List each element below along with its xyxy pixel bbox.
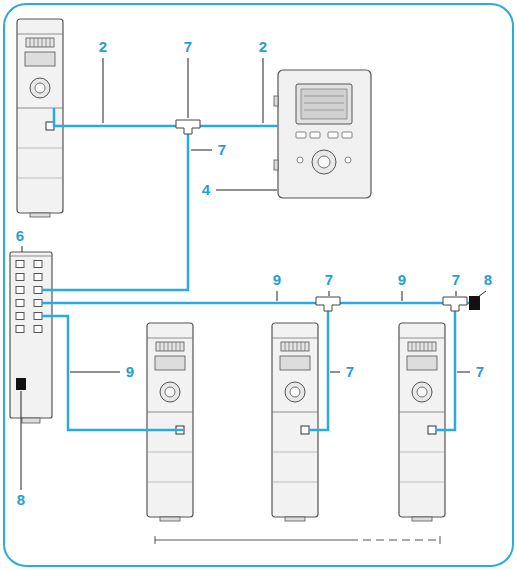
series-bracket bbox=[155, 536, 440, 544]
drive-2 bbox=[272, 323, 318, 521]
drive-top bbox=[17, 19, 63, 217]
tee-connectors bbox=[176, 120, 467, 311]
terminator bbox=[469, 296, 480, 310]
callout-number: 9 bbox=[391, 270, 413, 290]
drive-3 bbox=[399, 323, 445, 521]
callout-number: 6 bbox=[9, 226, 31, 246]
drive-1 bbox=[147, 323, 193, 521]
callout-number: 4 bbox=[195, 180, 217, 200]
callout-number: 8 bbox=[477, 270, 499, 290]
cables bbox=[42, 108, 470, 430]
callout-number: 7 bbox=[445, 270, 467, 290]
callout-number: 7 bbox=[211, 140, 233, 160]
hmi-terminal bbox=[274, 70, 371, 198]
hub bbox=[10, 252, 52, 423]
callout-number: 7 bbox=[469, 362, 491, 382]
callout-number: 8 bbox=[10, 490, 32, 510]
frame bbox=[4, 4, 513, 566]
callout-number: 2 bbox=[252, 37, 274, 57]
callout-number: 9 bbox=[266, 270, 288, 290]
callout-number: 7 bbox=[177, 37, 199, 57]
callout-number: 7 bbox=[318, 270, 340, 290]
leader-lines bbox=[21, 58, 486, 490]
callout-number: 2 bbox=[92, 37, 114, 57]
callout-number: 7 bbox=[339, 362, 361, 382]
callout-number: 9 bbox=[119, 362, 141, 382]
